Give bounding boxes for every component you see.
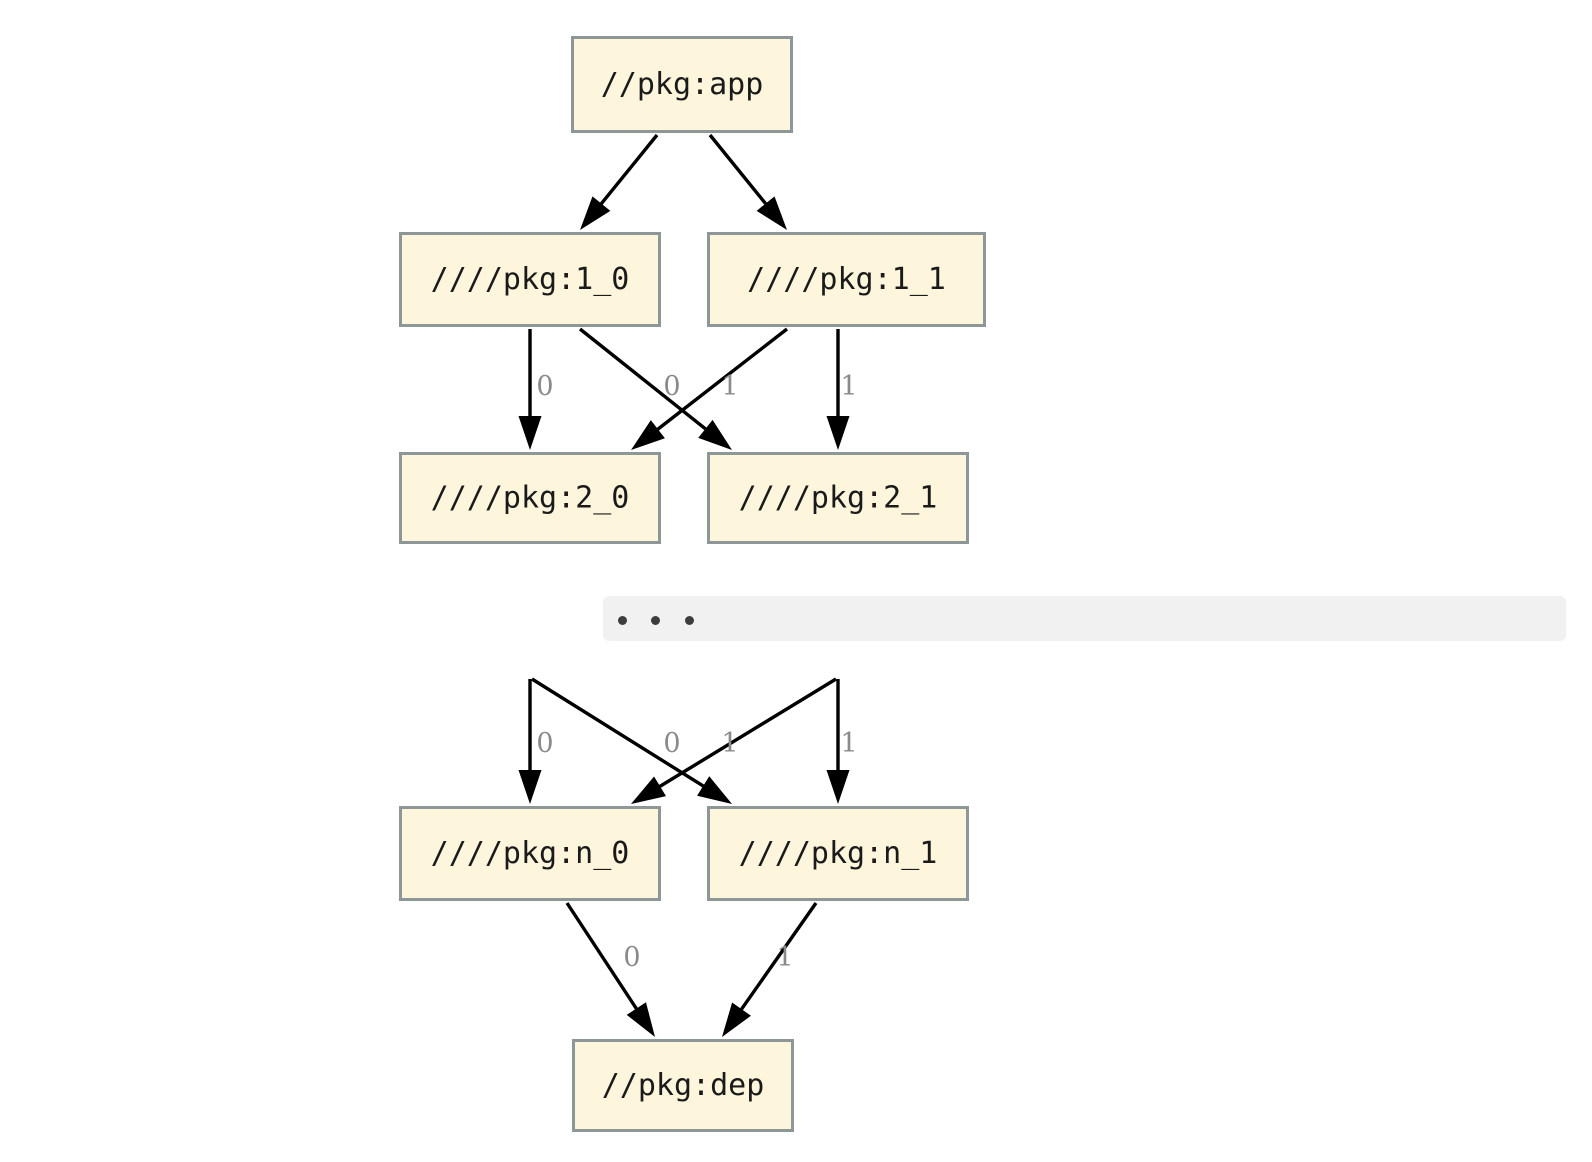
edge-arrowhead-icon [826,416,850,450]
edge-arrowhead-icon [518,416,542,450]
graph-node-dep[interactable]: //pkg:dep [572,1039,794,1132]
edge-label: 0 [536,371,553,402]
edge-label: 0 [663,728,680,759]
edge-arrowhead-icon [626,1002,655,1037]
edge-line [737,902,818,1014]
graph-edge [826,329,850,450]
node-label: ////pkg:n_1 [739,836,938,871]
edge-arrowhead-icon [698,419,732,450]
edge-label: 0 [536,728,553,759]
ellipsis-dot [618,616,627,625]
edge-line [655,677,837,790]
edge-line [531,677,708,790]
edge-arrowhead-icon [631,776,667,804]
edge-line [597,133,659,208]
edge-line [708,133,770,208]
node-label: ////pkg:1_1 [747,262,946,297]
node-box[interactable] [399,232,661,327]
graph-edge [518,679,542,804]
edge-line [653,327,789,433]
edge-label: 1 [840,728,857,759]
edge-line [578,327,710,433]
edge-arrowhead-icon [756,196,787,230]
node-box[interactable] [571,36,793,133]
edge-label: 0 [663,371,680,402]
graph-edge [518,329,542,450]
edge-labels-layer: 0 0 1 1 0 0 1 1 0 1 [536,371,857,973]
node-box[interactable] [707,452,969,544]
edge-label: 0 [623,942,640,973]
graph-node-nn_0[interactable]: ////pkg:n_0 [399,806,661,901]
node-label: ////pkg:n_0 [431,836,630,871]
graph-node-n2_1[interactable]: ////pkg:2_1 [707,452,969,544]
nodes-layer: //pkg:app ////pkg:1_0 ////pkg:1_1 ////pkg:2… [399,36,986,1132]
graph-edge [565,902,655,1037]
node-box[interactable] [707,232,986,327]
graph-edge [722,902,818,1037]
node-box[interactable] [399,452,661,544]
ellipsis-dot [685,616,694,625]
node-box[interactable] [572,1039,794,1132]
graph-edge [826,679,850,804]
edge-line [565,902,640,1013]
node-label: ////pkg:2_1 [739,481,938,516]
collapsed-levels-indicator [603,596,1566,641]
graph-edge [531,677,732,804]
edges-layer [518,133,850,1037]
graph-node-n2_0[interactable]: ////pkg:2_0 [399,452,661,544]
graph-node-app[interactable]: //pkg:app [571,36,793,133]
edge-arrowhead-icon [722,1002,751,1037]
edge-arrowhead-icon [697,776,732,804]
graph-node-nn_1[interactable]: ////pkg:n_1 [707,806,969,901]
graph-edge [708,133,787,230]
graph-edge [578,327,732,450]
edge-label: 1 [721,728,738,759]
edge-arrowhead-icon [631,420,665,450]
graph-edge [631,327,789,450]
edge-arrowhead-icon [518,770,542,804]
node-label: //pkg:dep [602,1068,765,1103]
graph-node-n1_0[interactable]: ////pkg:1_0 [399,232,661,327]
ellipsis-dot [651,616,660,625]
node-box[interactable] [399,806,661,901]
edge-label: 1 [776,942,793,973]
node-label: ////pkg:1_0 [431,262,630,297]
graph-edge [580,133,659,230]
edge-arrowhead-icon [580,196,611,230]
node-label: //pkg:app [601,67,764,102]
edge-label: 1 [840,371,857,402]
node-label: ////pkg:2_0 [431,481,630,516]
graph-edge [631,677,837,804]
edge-arrowhead-icon [826,770,850,804]
graph-node-n1_1[interactable]: ////pkg:1_1 [707,232,986,327]
node-box[interactable] [707,806,969,901]
edge-label: 1 [721,371,738,402]
